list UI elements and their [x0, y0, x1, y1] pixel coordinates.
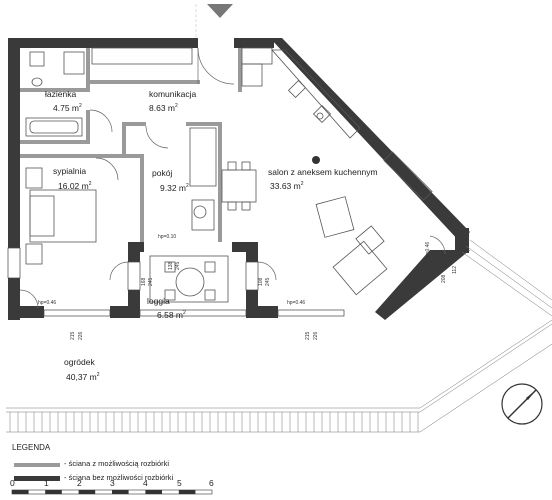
dim-245b: 245 [175, 261, 181, 270]
dim-hp-salon: hp=0.46 [425, 241, 431, 260]
dim-245c: 245 [265, 277, 271, 286]
room-name-lazienka: łazienka [45, 89, 77, 99]
room-area-ogrodek: 40,37 m2 [66, 371, 100, 382]
dim-215a: 215 [70, 331, 76, 340]
room-name-komunikacja: komunikacja [149, 89, 197, 99]
scale-label-4: 4 [143, 478, 148, 488]
dim-168: 168 [141, 277, 147, 286]
dim-112: 112 [452, 266, 458, 274]
scale-label-1: 1 [44, 478, 49, 488]
room-name-ogrodek: ogródek [64, 357, 95, 367]
entrance-marker-icon [207, 4, 233, 18]
room-area-salon: 33.63 m2 [270, 180, 304, 191]
legend-title: LEGENDA [12, 443, 51, 452]
legend-swatch-fixed [14, 476, 60, 481]
dim-226b: 226 [313, 331, 319, 340]
fence-ticks [9, 412, 419, 432]
room-name-pokoj: pokój [152, 168, 173, 178]
dim-108: 108 [258, 277, 264, 286]
garden-edge [6, 239, 552, 433]
dim-hp-right: hp=0.46 [287, 300, 306, 306]
dim-215b: 215 [305, 331, 311, 340]
scale-bar [11, 489, 213, 495]
legend-swatch-removable [14, 463, 60, 467]
room-area-sypialnia: 16.02 m2 [58, 180, 92, 191]
dim-245a: 245 [148, 277, 154, 286]
legend-item-removable: - ściana z możliwością rozbiórki [64, 459, 170, 468]
room-name-sypialnia: sypialnia [53, 166, 87, 176]
dim-hp-left: hp=0.46 [38, 300, 57, 306]
scale-label-5: 5 [177, 478, 182, 488]
dim-hp-loggia: hp=0.10 [158, 234, 177, 240]
windows [7, 247, 345, 317]
dim-208: 208 [441, 274, 447, 283]
legend-item-fixed: - ściana bez możliwości rozbiórki [64, 473, 174, 482]
room-area-loggia: 6.58 m2 [157, 309, 186, 320]
room-area-lazienka: 4.75 m2 [53, 102, 82, 113]
north-arrow-icon [501, 383, 543, 425]
scale-label-2: 2 [77, 478, 82, 488]
room-name-loggia: loggia [147, 296, 170, 306]
room-area-komunikacja: 8.63 m2 [149, 102, 178, 113]
dim-138: 138 [168, 261, 174, 270]
room-area-pokoj: 9.32 m2 [160, 182, 189, 193]
room-name-salon: salon z aneksem kuchennym [268, 167, 378, 177]
door-swings [19, 47, 446, 309]
dim-226a: 226 [78, 331, 84, 340]
fixtures [25, 47, 433, 303]
removable-walls [20, 48, 242, 242]
scale-label-3: 3 [110, 478, 115, 488]
scale-label-0: 0 [10, 478, 15, 488]
scale-label-6: 6 [209, 478, 214, 488]
